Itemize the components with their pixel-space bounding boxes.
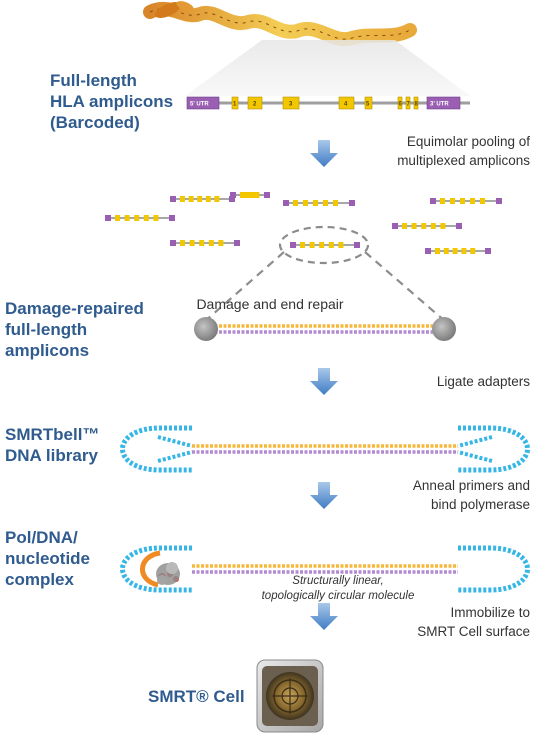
smrtbell-molecule <box>120 425 530 473</box>
step-anneal: Anneal primers and bind polymerase <box>412 478 530 512</box>
exon-label: 6 <box>399 102 403 108</box>
step-pooling: Equimolar pooling of multiplexed amplico… <box>397 134 530 168</box>
library-label: SMRTbell™ DNA library <box>5 425 100 465</box>
amplicon-fragment <box>170 240 240 246</box>
down-arrow-icon <box>310 140 338 167</box>
amplicon-fragment <box>392 223 462 229</box>
end-cap <box>194 317 218 341</box>
repaired-label: Damage-repaired full-length amplicons <box>5 299 144 360</box>
selection-ellipse <box>278 225 370 265</box>
complex-label: Pol/DNA/ nucleotide complex <box>5 528 91 589</box>
exon-label: 2 <box>253 102 257 108</box>
exon-label: 5 <box>366 102 370 108</box>
exon-label: 8 <box>415 102 419 108</box>
polymerase-complex <box>120 545 530 593</box>
pooled-amplicons <box>105 192 502 254</box>
amplicon-fragment <box>283 200 355 206</box>
down-arrow-icon <box>310 482 338 509</box>
zoom-line <box>364 251 447 323</box>
repaired-duplex <box>194 317 456 341</box>
amplicon-fragment <box>430 198 502 204</box>
gene-map: 5' UTR 3' UTR 1 2 3 4 5 6 7 8 <box>186 96 470 110</box>
exon-label: 1 <box>233 102 237 108</box>
amplicon-fragment <box>290 242 360 248</box>
amplicon-fragment <box>105 215 175 221</box>
amplicon-fragment <box>230 192 270 198</box>
utr3-label: 3' UTR <box>430 102 449 108</box>
zoom-line <box>203 251 285 323</box>
chromosome-coil-icon <box>143 1 417 47</box>
circular-annotation: Structurally linear, topologically circu… <box>261 575 415 602</box>
amplicon-fragment <box>425 248 491 254</box>
amplicons-label: Full-length HLA amplicons (Barcoded) <box>50 71 174 132</box>
down-arrow-icon <box>310 603 338 630</box>
step-ligate: Ligate adapters <box>436 374 530 389</box>
end-cap <box>432 317 456 341</box>
down-arrow-icon <box>310 368 338 395</box>
exon-label: 7 <box>407 102 411 108</box>
smrt-cell-label: SMRT® Cell <box>148 687 245 706</box>
exon-label: 4 <box>344 102 348 108</box>
utr5-label: 5' UTR <box>190 102 209 108</box>
step-immobilize: Immobilize to SMRT Cell surface <box>417 605 530 639</box>
amplicon-fragment <box>170 196 235 202</box>
smrt-cell-icon <box>256 659 324 733</box>
exon-label: 3 <box>289 102 293 108</box>
repair-annotation: Damage and end repair <box>196 296 344 312</box>
zoom-cone <box>185 40 470 96</box>
